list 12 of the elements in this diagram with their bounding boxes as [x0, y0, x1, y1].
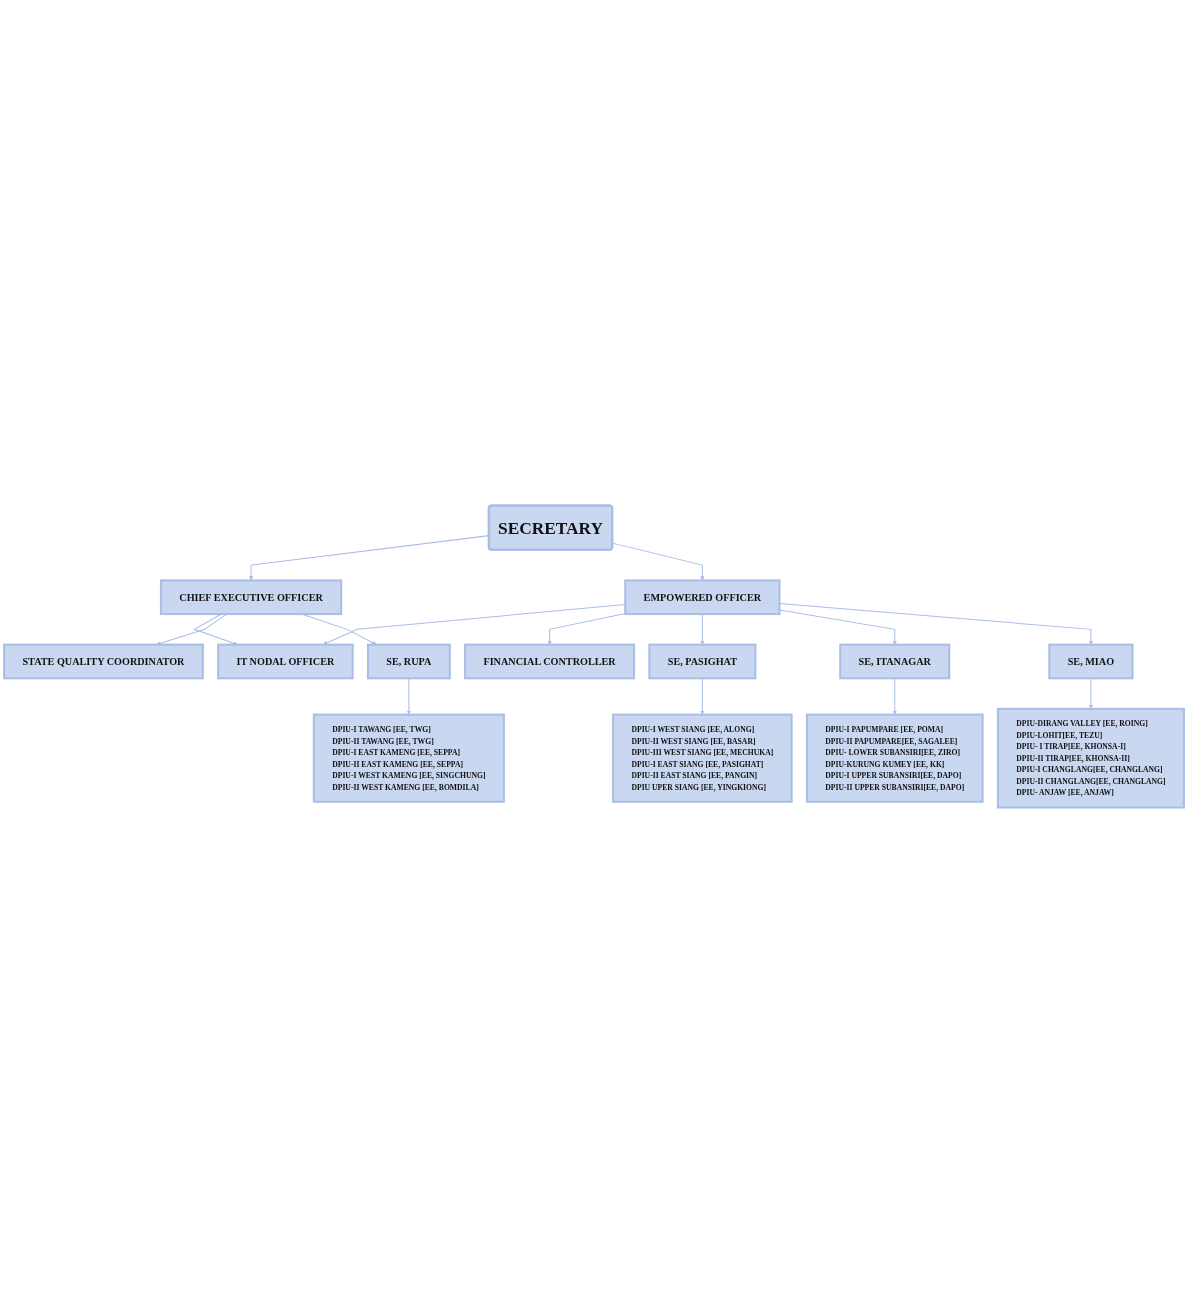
arrow	[547, 612, 626, 645]
node-box: STATE QUALITY COORDINATOR	[3, 643, 204, 680]
node-box: SE, ITANAGAR	[839, 643, 951, 680]
node-box: SE, RUPA	[366, 643, 451, 680]
node-box: IT NODAL OFFICER	[217, 643, 354, 680]
node-box: FINANCIAL CONTROLLER	[464, 643, 636, 680]
node-box: SE, PASIGHAT	[648, 643, 757, 680]
node-box: SE, MIAO	[1048, 643, 1134, 680]
node-box: EMPOWERED OFFICER	[624, 579, 781, 616]
arrow	[779, 609, 897, 645]
node-box: CHIEF EXECUTIVE OFFICER	[159, 579, 343, 616]
arrow	[779, 603, 1094, 645]
